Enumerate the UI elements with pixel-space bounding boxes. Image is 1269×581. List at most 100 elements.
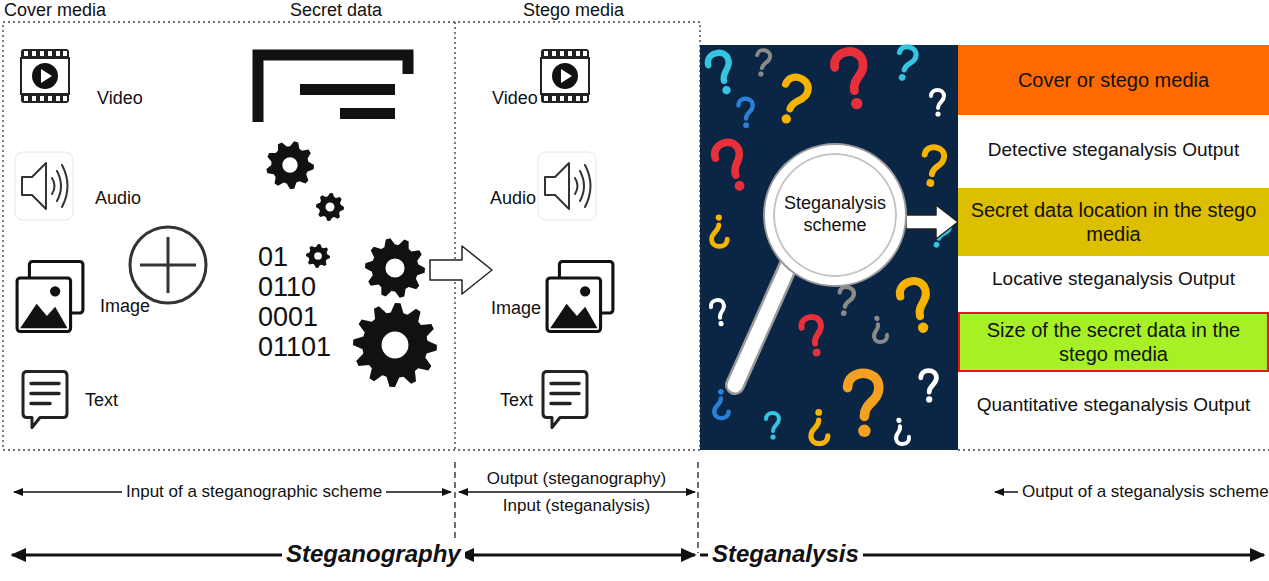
question-mark (893, 45, 918, 83)
question-mark-stroke (800, 315, 824, 345)
question-mark-dot (770, 434, 775, 439)
question-mark (710, 299, 727, 327)
question-mark-stroke (897, 278, 931, 320)
question-mark-stroke (872, 323, 888, 343)
caption-label: Locative steganalysis Output (958, 268, 1269, 290)
question-mark-stroke (711, 139, 746, 180)
scheme-lens: Steganalysis scheme (765, 145, 905, 285)
question-mark-dot (933, 241, 940, 248)
question-mark-stroke (895, 45, 917, 72)
binary-digits: 01 (258, 242, 288, 272)
question-mark-dot (898, 73, 906, 81)
question-mark-stroke (714, 398, 728, 418)
caption-label: Secret data (290, 0, 382, 21)
node-text: Cover or stego media (1018, 68, 1209, 92)
gear (316, 193, 344, 221)
question-mark-stroke (837, 286, 855, 308)
question-mark-dot (743, 122, 749, 128)
question-mark-dot (718, 321, 724, 327)
caption-label: Detective steganalysis Output (958, 139, 1269, 161)
domain-label: Steganalysis (708, 540, 863, 568)
node-text: Secret data location in the stego media (966, 198, 1261, 246)
question-mark (714, 389, 728, 418)
question-mark-dot (815, 409, 822, 416)
caption-label: Audio (490, 188, 536, 209)
question-mark-stroke (755, 49, 771, 69)
question-mark (712, 214, 728, 246)
plus-symbol (130, 227, 206, 303)
caption-label: Image (491, 298, 541, 319)
question-mark (848, 373, 879, 437)
caption-label: Image (100, 296, 150, 317)
output-band: Secret data location in the stego media (958, 188, 1269, 256)
question-mark-dot (935, 111, 940, 116)
question-mark (919, 146, 945, 189)
output-band: Cover or stego media (958, 45, 1269, 115)
output-band: Size of the secret data in the stego med… (958, 312, 1269, 372)
caption-label: Output (steganography) (455, 469, 698, 489)
question-mark-stroke (922, 146, 946, 176)
question-mark-dot (850, 97, 863, 110)
question-mark-stroke (931, 90, 944, 108)
domain-arrows (12, 554, 1264, 557)
stego-icons (538, 49, 613, 428)
question-mark-stroke (712, 225, 728, 247)
gear (353, 303, 437, 387)
gear (306, 244, 330, 268)
binary-digits: 0110 (258, 272, 316, 302)
hollow-arrow (430, 246, 492, 294)
question-mark-dot (758, 71, 764, 77)
question-mark-dot (780, 113, 792, 125)
question-mark-dot (840, 310, 847, 317)
question-mark-stroke (894, 425, 910, 445)
question-marks (706, 45, 952, 445)
caption-label: Input of a steganographic scheme (122, 482, 386, 502)
question-mark-dot (926, 396, 932, 402)
caption-label: Quantitative steganalysis Output (958, 394, 1269, 416)
caption-label: Stego media (523, 0, 624, 21)
question-mark (706, 51, 737, 97)
question-mark (754, 49, 771, 77)
caption-label: Video (97, 88, 143, 109)
question-mark-stroke (811, 420, 828, 443)
gear (365, 238, 425, 297)
question-mark (773, 74, 811, 127)
question-mark-stroke (848, 373, 879, 416)
question-mark-dot (716, 214, 722, 220)
question-mark-dot (926, 178, 935, 187)
cover-icons (15, 49, 83, 428)
caption-label: Audio (95, 188, 141, 209)
question-mark (766, 413, 779, 440)
caption-label: Cover media (4, 0, 106, 21)
question-mark (931, 90, 944, 117)
dark-panel (700, 45, 958, 450)
question-mark (871, 315, 888, 343)
dotted-frame (3, 22, 1269, 450)
question-mark (738, 99, 752, 128)
caption-label: Input (steganalysis) (455, 496, 698, 516)
gear (266, 141, 314, 189)
binary-digits: 0001 (258, 302, 318, 332)
question-mark-stroke (921, 371, 937, 393)
question-mark (897, 278, 936, 336)
question-mark-dot (733, 179, 746, 192)
question-mark-dot (812, 348, 821, 357)
block-arrow (906, 205, 958, 239)
magnifier-handle (735, 262, 790, 385)
question-mark (921, 371, 937, 403)
dashed-dividers (455, 462, 698, 553)
binary-digits: 01101 (258, 332, 331, 362)
question-mark-stroke (738, 99, 752, 119)
question-mark (832, 49, 870, 112)
secret-data-icon (258, 55, 437, 387)
question-mark-stroke (766, 413, 779, 431)
node-text: Size of the secret data in the stego med… (968, 318, 1259, 366)
question-mark-stroke (710, 299, 726, 319)
question-mark (711, 139, 751, 195)
caption-label: Output of a steganalysis scheme (1018, 482, 1269, 502)
question-mark (893, 417, 910, 445)
caption-label: Video (492, 88, 538, 109)
question-mark-dot (721, 85, 731, 95)
caption-label: Text (500, 390, 533, 411)
node-text: Steganalysis scheme (781, 193, 889, 236)
